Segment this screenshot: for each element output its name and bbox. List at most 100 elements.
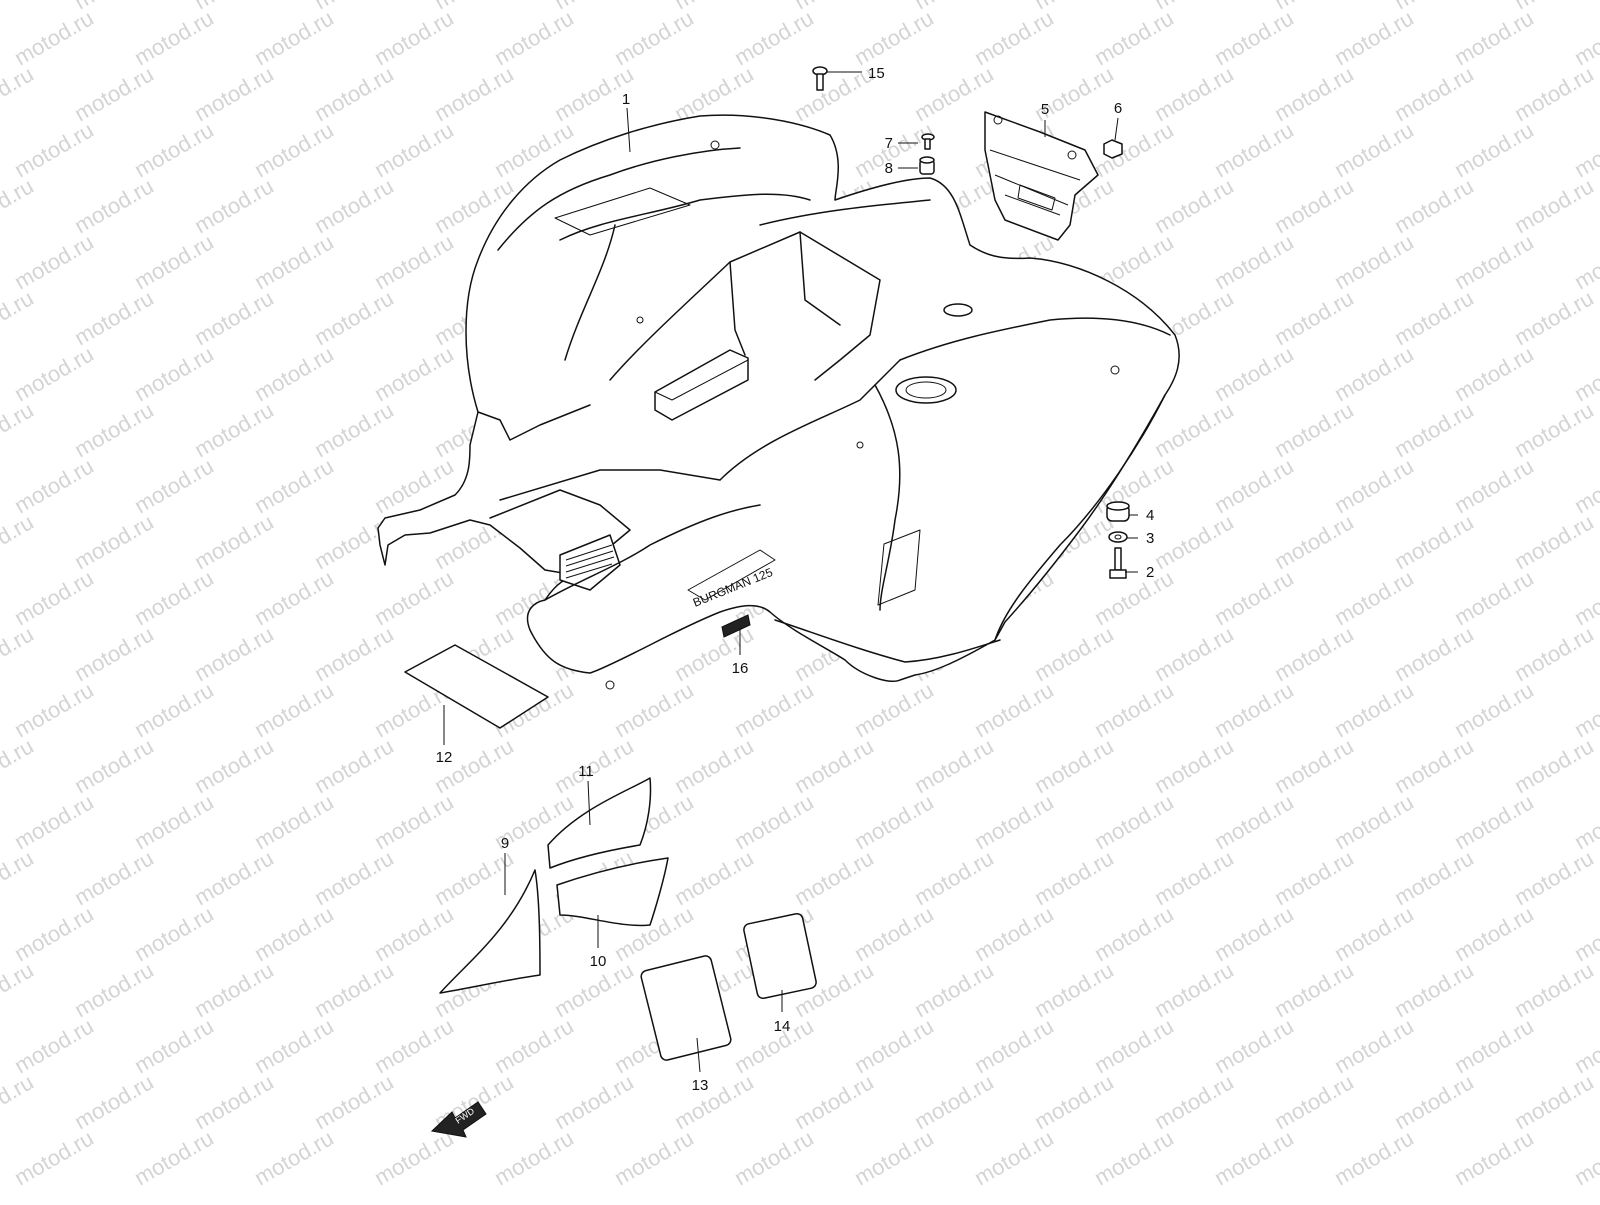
callout-12[interactable]: 12 — [436, 705, 453, 766]
watermark-text: motod.ru — [1330, 117, 1418, 182]
callout-11[interactable]: 11 — [578, 763, 594, 826]
callout-1[interactable]: 1 — [622, 91, 631, 153]
callout-9[interactable]: 9 — [501, 835, 509, 895]
watermark-text: motod.ru — [1210, 453, 1298, 518]
watermark-text: motod.ru — [10, 1125, 98, 1190]
watermark-text: motod.ru — [1450, 5, 1538, 70]
watermark-text: motod.ru — [130, 229, 218, 294]
part-cushion-4[interactable] — [1106, 501, 1130, 522]
watermark-text: motod.ru — [130, 341, 218, 406]
part-bolt-2[interactable] — [1109, 547, 1127, 579]
watermark-text: motod.ru — [790, 845, 878, 910]
watermark-text: motod.ru — [1270, 397, 1358, 462]
watermark-text: motod.ru — [130, 901, 218, 966]
watermark-text: motod.ru — [1210, 341, 1298, 406]
watermark-text: motod.ru — [1450, 565, 1538, 630]
callout-number: 13 — [692, 1077, 709, 1094]
callout-number: 4 — [1146, 507, 1154, 524]
callout-7[interactable]: 7 — [885, 135, 918, 152]
watermark-text: motod.ru — [190, 1069, 278, 1134]
callout-6[interactable]: 6 — [1114, 100, 1122, 141]
watermark-text: motod.ru — [1570, 117, 1600, 182]
part-grommet-8[interactable] — [919, 156, 935, 175]
watermark-text: motod.ru — [1270, 1069, 1358, 1134]
callout-3[interactable]: 3 — [1127, 530, 1154, 547]
watermark-text: motod.ru — [250, 565, 338, 630]
watermark-text: motod.ru — [310, 397, 398, 462]
part-screw-7[interactable] — [921, 133, 935, 150]
callout-number: 1 — [622, 91, 630, 108]
watermark-text: motod.ru — [970, 677, 1058, 742]
watermark-text: motod.ru — [1570, 789, 1600, 854]
watermark-text: motod.ru — [130, 453, 218, 518]
watermark-text: motod.ru — [310, 285, 398, 350]
watermark-text: motod.ru — [190, 61, 278, 126]
watermark-text: motod.ru — [0, 621, 38, 686]
watermark-text: motod.ru — [1270, 845, 1358, 910]
watermark-text: motod.ru — [190, 173, 278, 238]
part-label-14[interactable] — [743, 912, 817, 1000]
watermark-text: motod.ru — [970, 901, 1058, 966]
watermark-text: motod.ru — [250, 901, 338, 966]
watermark-text: motod.ru — [190, 845, 278, 910]
part-sticker-10[interactable] — [556, 857, 669, 927]
watermark-text: motod.ru — [910, 1069, 998, 1134]
watermark-text: motod.ru — [1450, 789, 1538, 854]
part-bracket[interactable] — [984, 111, 1099, 241]
callout-5[interactable]: 5 — [1041, 101, 1049, 137]
watermark-text: motod.ru — [1450, 1013, 1538, 1078]
watermark-text: motod.ru — [1270, 285, 1358, 350]
callout-4[interactable]: 4 — [1129, 507, 1154, 524]
callout-15[interactable]: 15 — [827, 65, 885, 82]
part-label-13[interactable] — [640, 955, 732, 1062]
part-bolt-15[interactable] — [812, 66, 828, 91]
watermark-text: motod.ru — [250, 1125, 338, 1190]
watermark-text: motod.ru — [850, 789, 938, 854]
part-rear-fender[interactable]: BURGMAN 125 — [377, 114, 1180, 690]
callout-number: 8 — [885, 160, 893, 177]
watermark-text: motod.ru — [850, 1125, 938, 1190]
part-sticker-11[interactable] — [547, 777, 652, 869]
watermark-text: motod.ru — [730, 5, 818, 70]
watermark-text: motod.ru — [1330, 1013, 1418, 1078]
watermark-text: motod.ru — [0, 845, 38, 910]
watermark-text: motod.ru — [1210, 677, 1298, 742]
callout-14[interactable]: 14 — [774, 990, 791, 1035]
watermark-text: motod.ru — [310, 61, 398, 126]
callout-number: 9 — [501, 835, 509, 852]
part-sticker-9[interactable] — [439, 869, 541, 994]
part-label-12[interactable] — [404, 644, 549, 729]
watermark-text: motod.ru — [1390, 1069, 1478, 1134]
watermark-text: motod.ru — [490, 1013, 578, 1078]
part-nut-6[interactable] — [1103, 139, 1123, 159]
watermark-text: motod.ru — [1090, 565, 1178, 630]
watermark-text: motod.ru — [1330, 229, 1418, 294]
callout-13[interactable]: 13 — [692, 1037, 709, 1094]
watermark-text: motod.ru — [1210, 229, 1298, 294]
watermark-text: motod.ru — [10, 789, 98, 854]
watermark-text: motod.ru — [490, 1125, 578, 1190]
watermark-text: motod.ru — [1510, 621, 1598, 686]
watermark-text: motod.ru — [1090, 901, 1178, 966]
watermark-text: motod.ru — [910, 957, 998, 1022]
watermark-text: motod.ru — [1090, 5, 1178, 70]
part-washer-3[interactable] — [1108, 531, 1128, 543]
watermark-text: motod.ru — [610, 5, 698, 70]
watermark-text: motod.ru — [1090, 677, 1178, 742]
watermark-text: motod.ru — [730, 1125, 818, 1190]
watermark-text: motod.ru — [370, 901, 458, 966]
watermark-text: motod.ru — [1150, 1069, 1238, 1134]
callout-number: 3 — [1146, 530, 1154, 547]
watermark-text: motod.ru — [1090, 1125, 1178, 1190]
callout-8[interactable]: 8 — [885, 160, 918, 177]
watermark-text: motod.ru — [70, 173, 158, 238]
callout-2[interactable]: 2 — [1125, 564, 1154, 581]
watermark-text: motod.ru — [10, 229, 98, 294]
watermark-text: motod.ru — [1270, 621, 1358, 686]
watermark-text: motod.ru — [1090, 1013, 1178, 1078]
watermark-text: motod.ru — [1030, 621, 1118, 686]
watermark-text: motod.ru — [790, 733, 878, 798]
watermark-text: motod.ru — [1510, 733, 1598, 798]
callout-16[interactable]: 16 — [732, 628, 749, 677]
callout-10[interactable]: 10 — [590, 915, 607, 970]
